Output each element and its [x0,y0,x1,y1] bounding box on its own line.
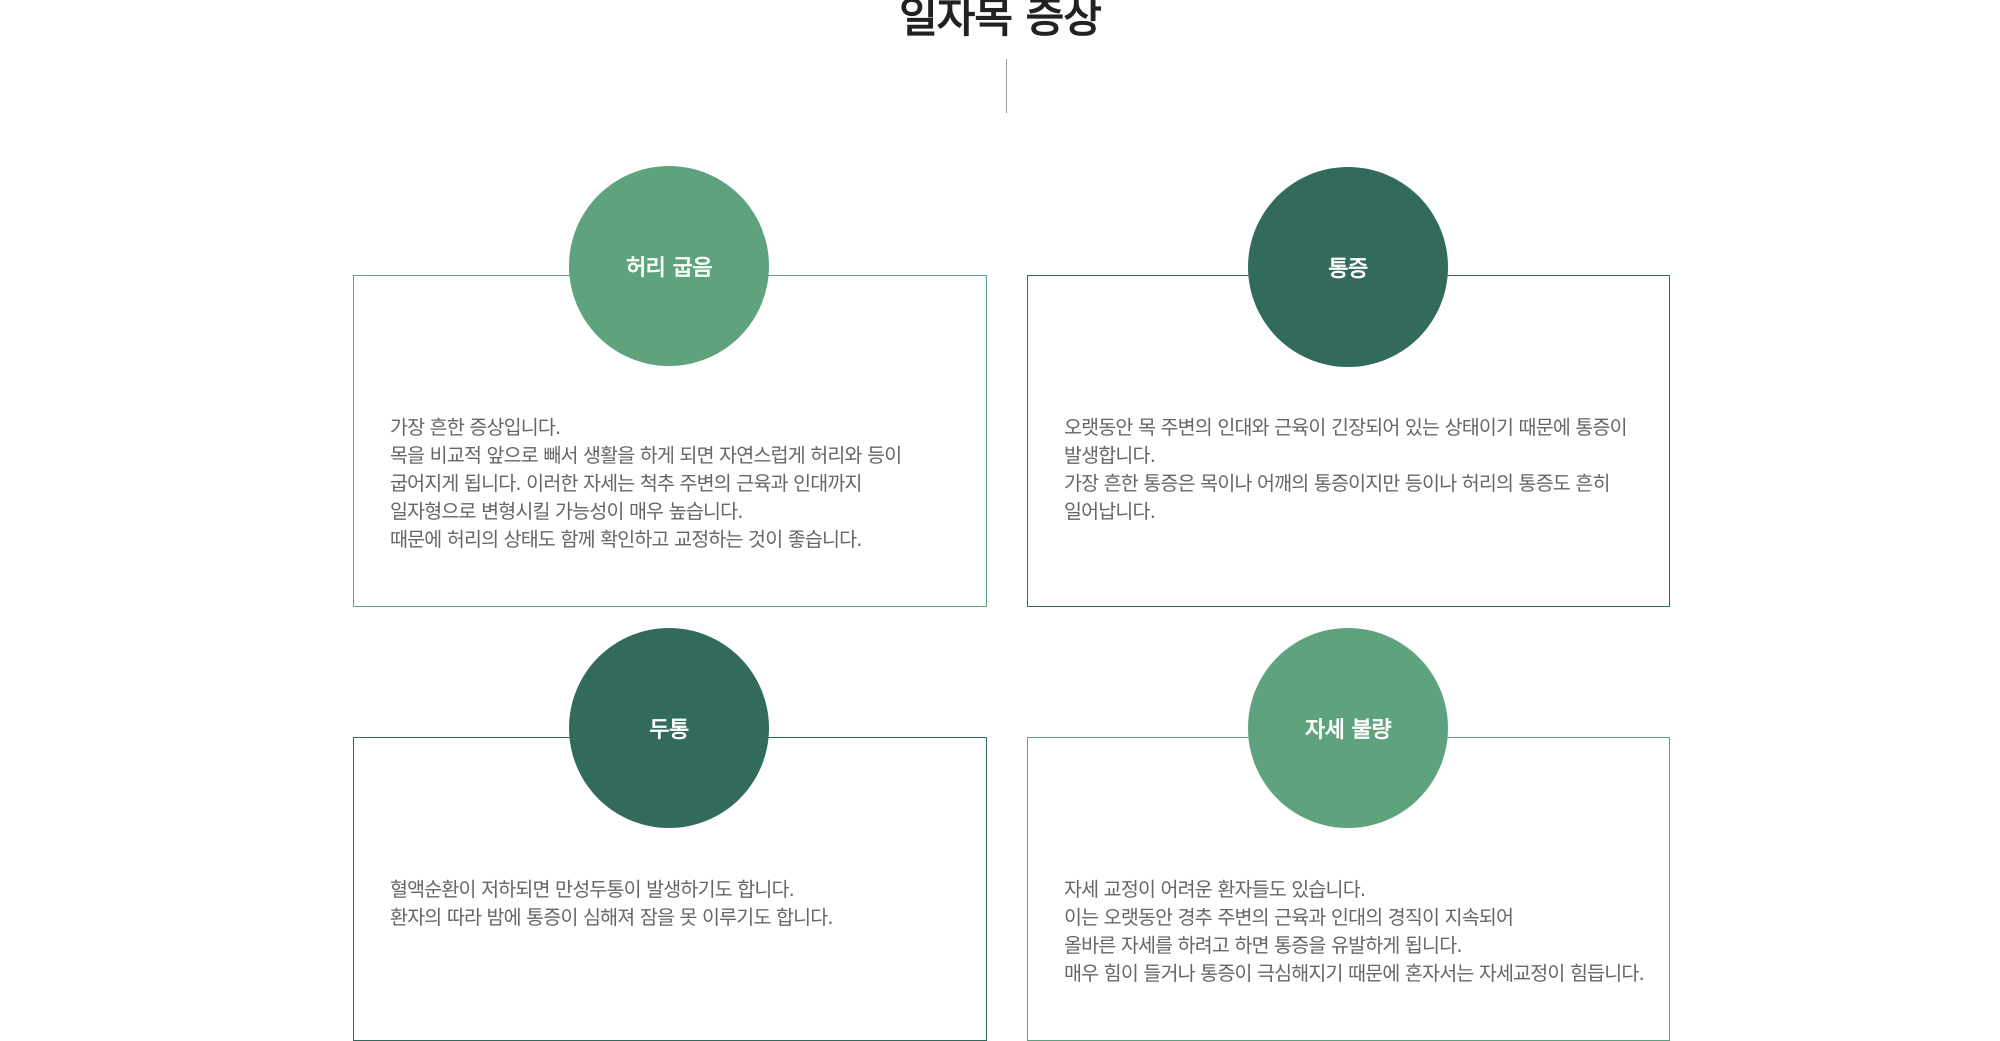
description-line: 환자의 따라 밤에 통증이 심해져 잠을 못 이루기도 합니다. [390,906,834,929]
symptom-badge-back-bending: 허리 굽음 [569,166,769,366]
symptom-badge-pain: 통증 [1248,167,1448,367]
description-line: 가장 흔한 증상입니다. [390,416,561,439]
description-line: 목을 비교적 앞으로 빼서 생활을 하게 되면 자연스럽게 허리와 등이 [390,444,902,467]
description-line: 가장 흔한 통증은 목이나 어깨의 통증이지만 등이나 허리의 통증도 흔히 [1064,472,1610,495]
symptom-title: 통증 [1328,257,1368,282]
description-line: 때문에 허리의 상태도 함께 확인하고 교정하는 것이 좋습니다. [390,528,863,551]
page-title: 일자목 증상 [899,0,1102,42]
description-line: 오랫동안 목 주변의 인대와 근육이 긴장되어 있는 상태이기 때문에 통증이 [1064,416,1628,439]
description-line: 매우 힘이 들거나 통증이 극심해지기 때문에 혼자서는 자세교정이 힘듭니다. [1064,962,1645,985]
description-line: 혈액순환이 저하되면 만성두통이 발생하기도 합니다. [390,878,795,901]
symptom-description: 혈액순환이 저하되면 만성두통이 발생하기도 합니다. 환자의 따라 밤에 통증… [390,876,966,932]
description-line: 일자형으로 변형시킬 가능성이 매우 높습니다. [390,500,743,523]
description-line: 올바른 자세를 하려고 하면 통증을 유발하게 됩니다. [1064,934,1463,957]
symptom-description: 자세 교정이 어려운 환자들도 있습니다. 이는 오랫동안 경추 주변의 근육과… [1064,876,1649,988]
description-line: 이는 오랫동안 경추 주변의 근육과 인대의 경직이 지속되어 [1064,906,1514,929]
description-line: 발생합니다. [1064,444,1156,467]
symptom-title: 자세 불량 [1304,718,1392,743]
description-line: 자세 교정이 어려운 환자들도 있습니다. [1064,878,1366,901]
symptom-badge-headache: 두통 [569,628,769,828]
title-divider [1006,59,1007,113]
symptom-badge-poor-posture: 자세 불량 [1248,628,1448,828]
description-line: 일어납니다. [1064,500,1156,523]
description-line: 굽어지게 됩니다. 이러한 자세는 척추 주변의 근육과 인대까지 [390,472,863,495]
symptom-title: 허리 굽음 [625,256,713,281]
symptom-description: 오랫동안 목 주변의 인대와 근육이 긴장되어 있는 상태이기 때문에 통증이 … [1064,414,1649,526]
symptom-title: 두통 [649,718,689,743]
symptom-description: 가장 흔한 증상입니다. 목을 비교적 앞으로 빼서 생활을 하게 되면 자연스… [390,414,966,554]
